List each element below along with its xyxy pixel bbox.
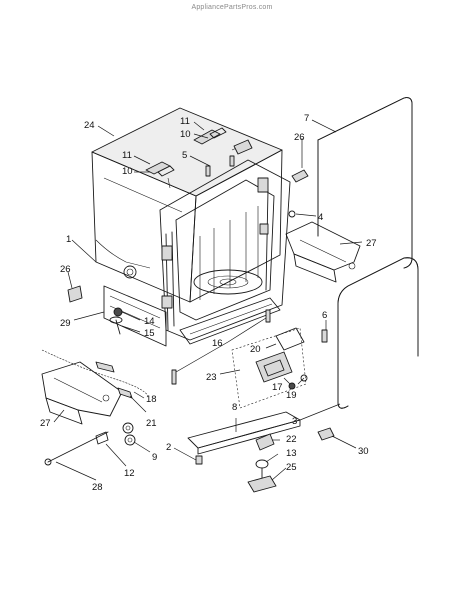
callout-25: 25 — [286, 462, 297, 473]
callout-24: 24 — [84, 120, 95, 131]
gasket-clip-top — [291, 169, 309, 183]
screw-5 — [205, 155, 235, 177]
callout-11-top: 11 — [180, 116, 190, 127]
base-plate-8 — [187, 411, 301, 455]
tub-assembly — [91, 107, 291, 347]
callout-5: 5 — [182, 150, 187, 161]
callout-11-left: 11 — [122, 150, 132, 161]
rod-28 — [44, 431, 109, 466]
insulation-block-left — [41, 361, 123, 425]
leg-clip-26-left — [67, 285, 83, 303]
screw-6 — [321, 329, 328, 343]
leveling-leg-14-15 — [109, 307, 123, 335]
callout-1: 1 — [66, 234, 71, 245]
callout-10-left: 10 — [122, 166, 133, 177]
part-22 — [255, 433, 275, 451]
callout-6: 6 — [322, 310, 327, 321]
callout-20: 20 — [250, 344, 261, 355]
callout-19: 19 — [286, 390, 297, 401]
callout-27-left: 27 — [40, 418, 51, 429]
callout-10-top: 10 — [180, 129, 191, 140]
top-bracket-left — [145, 161, 175, 189]
washer-4 — [288, 210, 296, 218]
callout-3: 3 — [292, 416, 297, 427]
wire-harness-18 — [41, 349, 149, 399]
screw-2 — [195, 455, 203, 465]
watermark: AppliancePartsPros.com — [191, 4, 273, 11]
callout-8: 8 — [232, 402, 237, 413]
grommet-9 — [122, 422, 136, 446]
callout-17: 17 — [272, 382, 283, 393]
callout-18: 18 — [146, 394, 157, 405]
callout-28: 28 — [92, 482, 103, 493]
callout-21: 21 — [146, 418, 157, 429]
callout-22: 22 — [286, 434, 297, 445]
callout-30: 30 — [358, 446, 369, 457]
junction-box — [231, 327, 308, 409]
callout-29: 29 — [60, 318, 71, 329]
callout-4: 4 — [318, 212, 323, 223]
callout-26-left: 26 — [60, 264, 71, 275]
screw-16 — [171, 309, 271, 385]
callout-7: 7 — [304, 113, 309, 124]
screw-12 — [95, 431, 109, 445]
top-bracket-right — [193, 127, 253, 155]
callout-14: 14 — [144, 316, 155, 327]
callout-2: 2 — [166, 442, 171, 453]
callout-27-right: 27 — [366, 238, 377, 249]
callout-12: 12 — [124, 468, 135, 479]
callout-9: 9 — [152, 452, 157, 463]
callout-26-top: 26 — [294, 132, 305, 143]
callout-23: 23 — [206, 372, 217, 383]
leader-lines — [53, 119, 363, 481]
part-30 — [317, 427, 335, 441]
callout-16: 16 — [212, 338, 223, 349]
bracket-25 — [247, 475, 277, 493]
insulation-block-right — [285, 221, 361, 283]
callout-13: 13 — [286, 448, 297, 459]
door-gasket-seal — [317, 97, 413, 269]
bottom-door-seal — [337, 257, 419, 409]
callout-15: 15 — [144, 328, 155, 339]
callout-labels: 24 11 10 7 26 11 10 5 4 1 27 26 14 29 15… — [40, 113, 377, 493]
